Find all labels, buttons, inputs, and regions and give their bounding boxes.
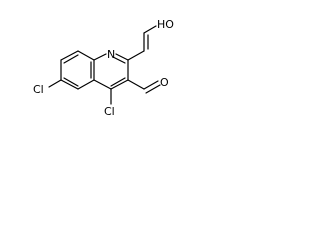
bond-n1-c2-inner	[112, 56, 126, 64]
bond-cho-o-double	[145, 84, 161, 94]
bond-c3-c4-inner	[110, 77, 126, 87]
bond-c3-cho	[127, 79, 145, 90]
bond-n1-c2	[115, 53, 129, 61]
bond-cho-o	[143, 80, 159, 90]
bond-c6-c5	[60, 79, 79, 90]
atom-label-o-aldehyde: O	[160, 76, 169, 89]
atom-label-n: N	[107, 48, 115, 61]
bond-c8-c7-inner	[63, 54, 79, 64]
atom-label-cl-6: Cl	[33, 83, 44, 96]
bond-c5-c4a	[77, 79, 95, 90]
bond-c8a-n1	[93, 53, 107, 61]
bond-c6-cl	[48, 79, 62, 88]
bond-c2-vinyl	[127, 50, 145, 61]
atom-label-cl-4: Cl	[104, 105, 115, 118]
bond-c8a-c8	[77, 50, 95, 61]
bond-vinyl-oh	[143, 25, 157, 34]
bonds	[48, 25, 161, 105]
atom-label-oh: HO	[157, 18, 174, 31]
quinoline-structure: N HO Cl Cl O	[33, 18, 174, 118]
bond-c3-c4	[110, 79, 129, 90]
bond-c4-c4a	[93, 79, 112, 90]
bond-c8-c7	[60, 50, 79, 61]
bond-c6-c5-inner	[63, 77, 79, 87]
structure-canvas: N HO Cl Cl O	[0, 0, 206, 146]
